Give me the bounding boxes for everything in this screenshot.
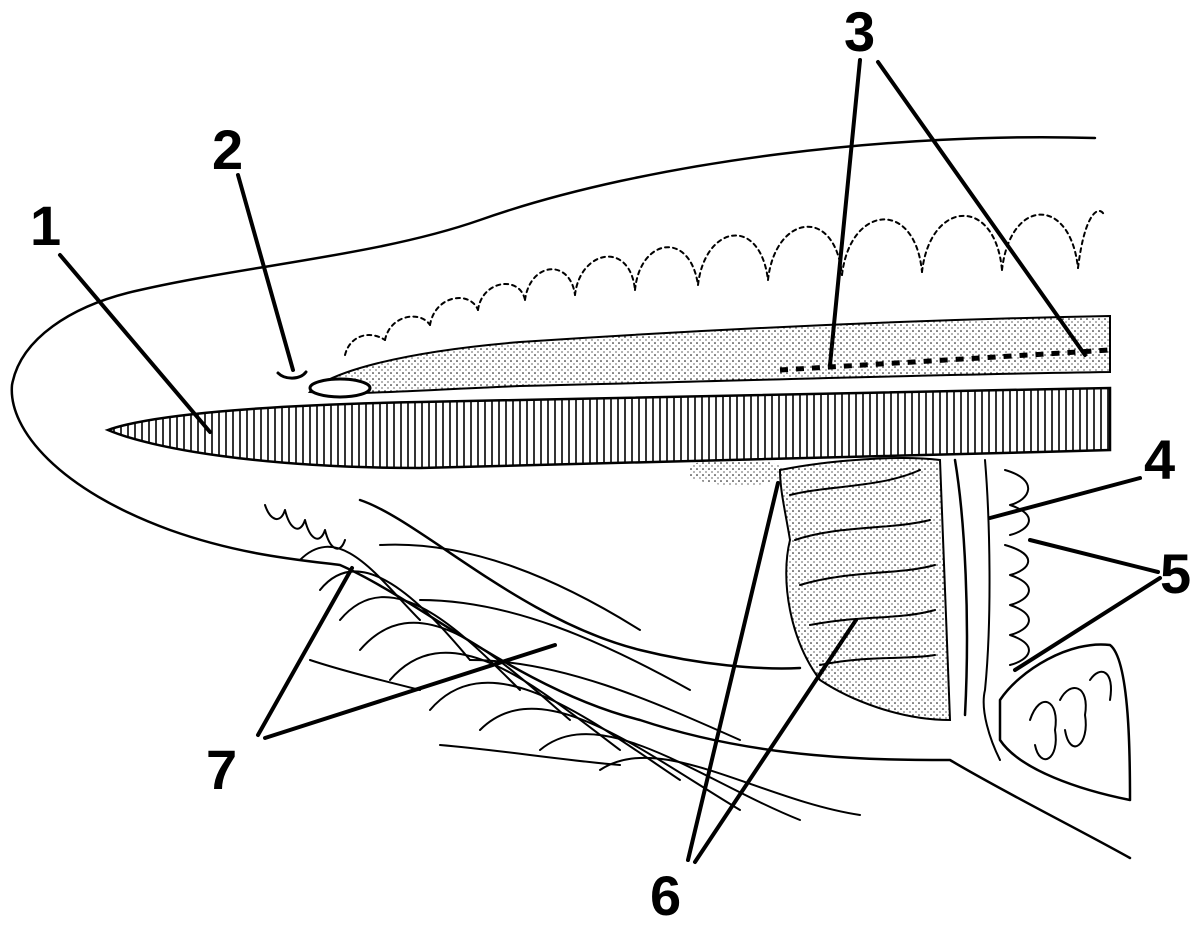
label-3: 3 [844, 0, 876, 63]
label-4: 4 [1144, 428, 1176, 491]
leader-4 [988, 476, 1142, 520]
tentacles [264, 504, 621, 766]
leader-6b [693, 618, 858, 864]
vessel-wall-inner [982, 459, 1001, 761]
leader-5a [1028, 538, 1160, 574]
vessel-wall [953, 458, 969, 717]
neural-tube [307, 314, 1111, 395]
notochord [104, 386, 1112, 470]
body-lower-margin [358, 498, 802, 670]
gill-bars [299, 543, 861, 821]
gonad-folds [1004, 469, 1030, 666]
leader-5b [1013, 576, 1162, 672]
eye-spots [779, 347, 1111, 373]
leader-7b [263, 643, 557, 740]
hepatic-region [778, 457, 952, 722]
label-6: 6 [650, 864, 682, 927]
label-2: 2 [212, 118, 244, 181]
leader-6a [686, 481, 780, 862]
leader-lines [58, 58, 1162, 864]
cerebral-vesicle [308, 377, 372, 399]
leader-1 [58, 253, 212, 434]
gonad-loops [1029, 670, 1112, 760]
label-7: 7 [206, 738, 238, 801]
body-outline [10, 135, 1132, 860]
leader-3a [828, 58, 862, 367]
gonad-sac [998, 643, 1132, 802]
leader-2 [236, 173, 295, 372]
label-1: 1 [30, 194, 62, 257]
leader-3b [876, 60, 1087, 357]
olfactory-pit [276, 370, 308, 380]
label-5: 5 [1160, 542, 1192, 605]
leader-7a [256, 566, 354, 737]
dark-patch [690, 458, 790, 487]
hepatic-folds [789, 469, 936, 666]
